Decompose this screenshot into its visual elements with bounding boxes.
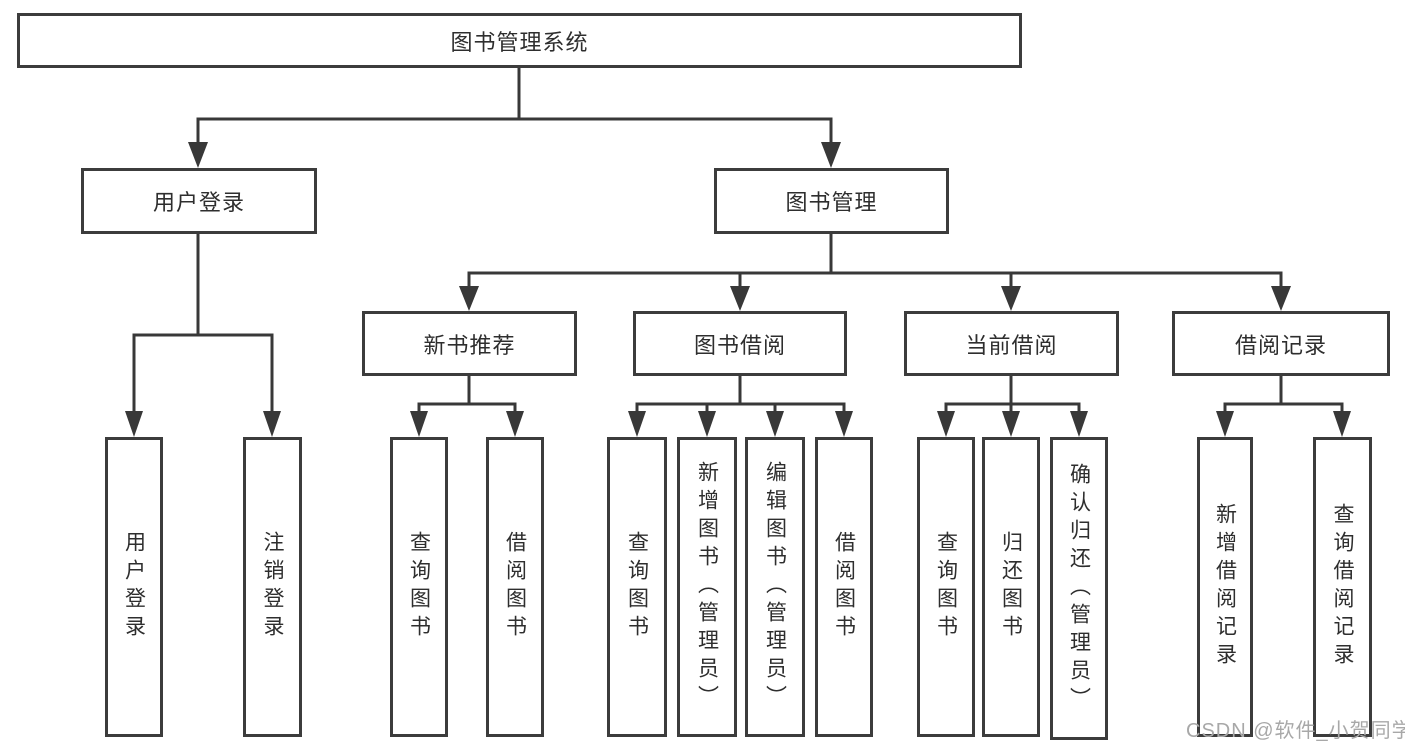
leaf-user-login-label: 用户登录 xyxy=(122,531,146,643)
node-library-system-label: 图书管理系统 xyxy=(450,29,589,55)
leaf-borrowing-borrow-books: 借阅图书 xyxy=(815,437,873,737)
node-book-borrowing: 图书借阅 xyxy=(633,311,847,376)
leaf-borrowing-borrow-books-label: 借阅图书 xyxy=(832,531,856,643)
leaf-borrowing-query-books: 查询图书 xyxy=(607,437,667,737)
leaf-logout-login-label: 注销登录 xyxy=(261,531,284,643)
node-borrowing-records: 借阅记录 xyxy=(1172,311,1390,376)
csdn-watermark: CSDN @软件_小贺同学 xyxy=(1186,720,1405,742)
leaf-recommend-query-books: 查询图书 xyxy=(390,437,448,737)
leaf-confirm-return-admin-label: 确认归还（管理员） xyxy=(1067,462,1091,715)
leaf-recommend-query-books-label: 查询图书 xyxy=(407,531,431,643)
node-user-login: 用户登录 xyxy=(81,168,317,234)
leaf-add-borrow-record: 新增借阅记录 xyxy=(1197,437,1253,737)
node-library-system: 图书管理系统 xyxy=(17,13,1022,68)
leaf-edit-books-admin: 编辑图书（管理员） xyxy=(745,437,805,737)
leaf-query-borrow-record: 查询借阅记录 xyxy=(1313,437,1372,737)
node-current-borrowing-label: 当前借阅 xyxy=(965,332,1058,358)
leaf-logout-login: 注销登录 xyxy=(243,437,302,737)
leaf-borrowing-query-books-label: 查询图书 xyxy=(625,531,649,643)
node-book-management: 图书管理 xyxy=(714,168,949,234)
leaf-add-borrow-record-label: 新增借阅记录 xyxy=(1213,503,1237,671)
leaf-recommend-borrow-books: 借阅图书 xyxy=(486,437,544,737)
node-user-login-label: 用户登录 xyxy=(152,190,245,215)
node-new-book-recommendation-label: 新书推荐 xyxy=(423,332,516,358)
leaf-user-login: 用户登录 xyxy=(105,437,163,737)
leaf-return-books-label: 归还图书 xyxy=(999,531,1023,643)
leaf-current-query-books-label: 查询图书 xyxy=(934,531,958,643)
leaf-confirm-return-admin: 确认归还（管理员） xyxy=(1050,437,1108,740)
node-book-borrowing-label: 图书借阅 xyxy=(693,332,786,358)
leaf-add-books-admin: 新增图书（管理员） xyxy=(677,437,737,737)
node-book-management-label: 图书管理 xyxy=(785,190,878,215)
node-new-book-recommendation: 新书推荐 xyxy=(362,311,577,376)
node-borrowing-records-label: 借阅记录 xyxy=(1234,332,1327,358)
leaf-edit-books-admin-label: 编辑图书（管理员） xyxy=(763,461,787,713)
leaf-return-books: 归还图书 xyxy=(982,437,1040,737)
node-current-borrowing: 当前借阅 xyxy=(904,311,1119,376)
leaf-add-books-admin-label: 新增图书（管理员） xyxy=(695,461,719,713)
leaf-query-borrow-record-label: 查询借阅记录 xyxy=(1331,503,1354,671)
leaf-recommend-borrow-books-label: 借阅图书 xyxy=(503,531,527,643)
leaf-current-query-books: 查询图书 xyxy=(917,437,975,737)
